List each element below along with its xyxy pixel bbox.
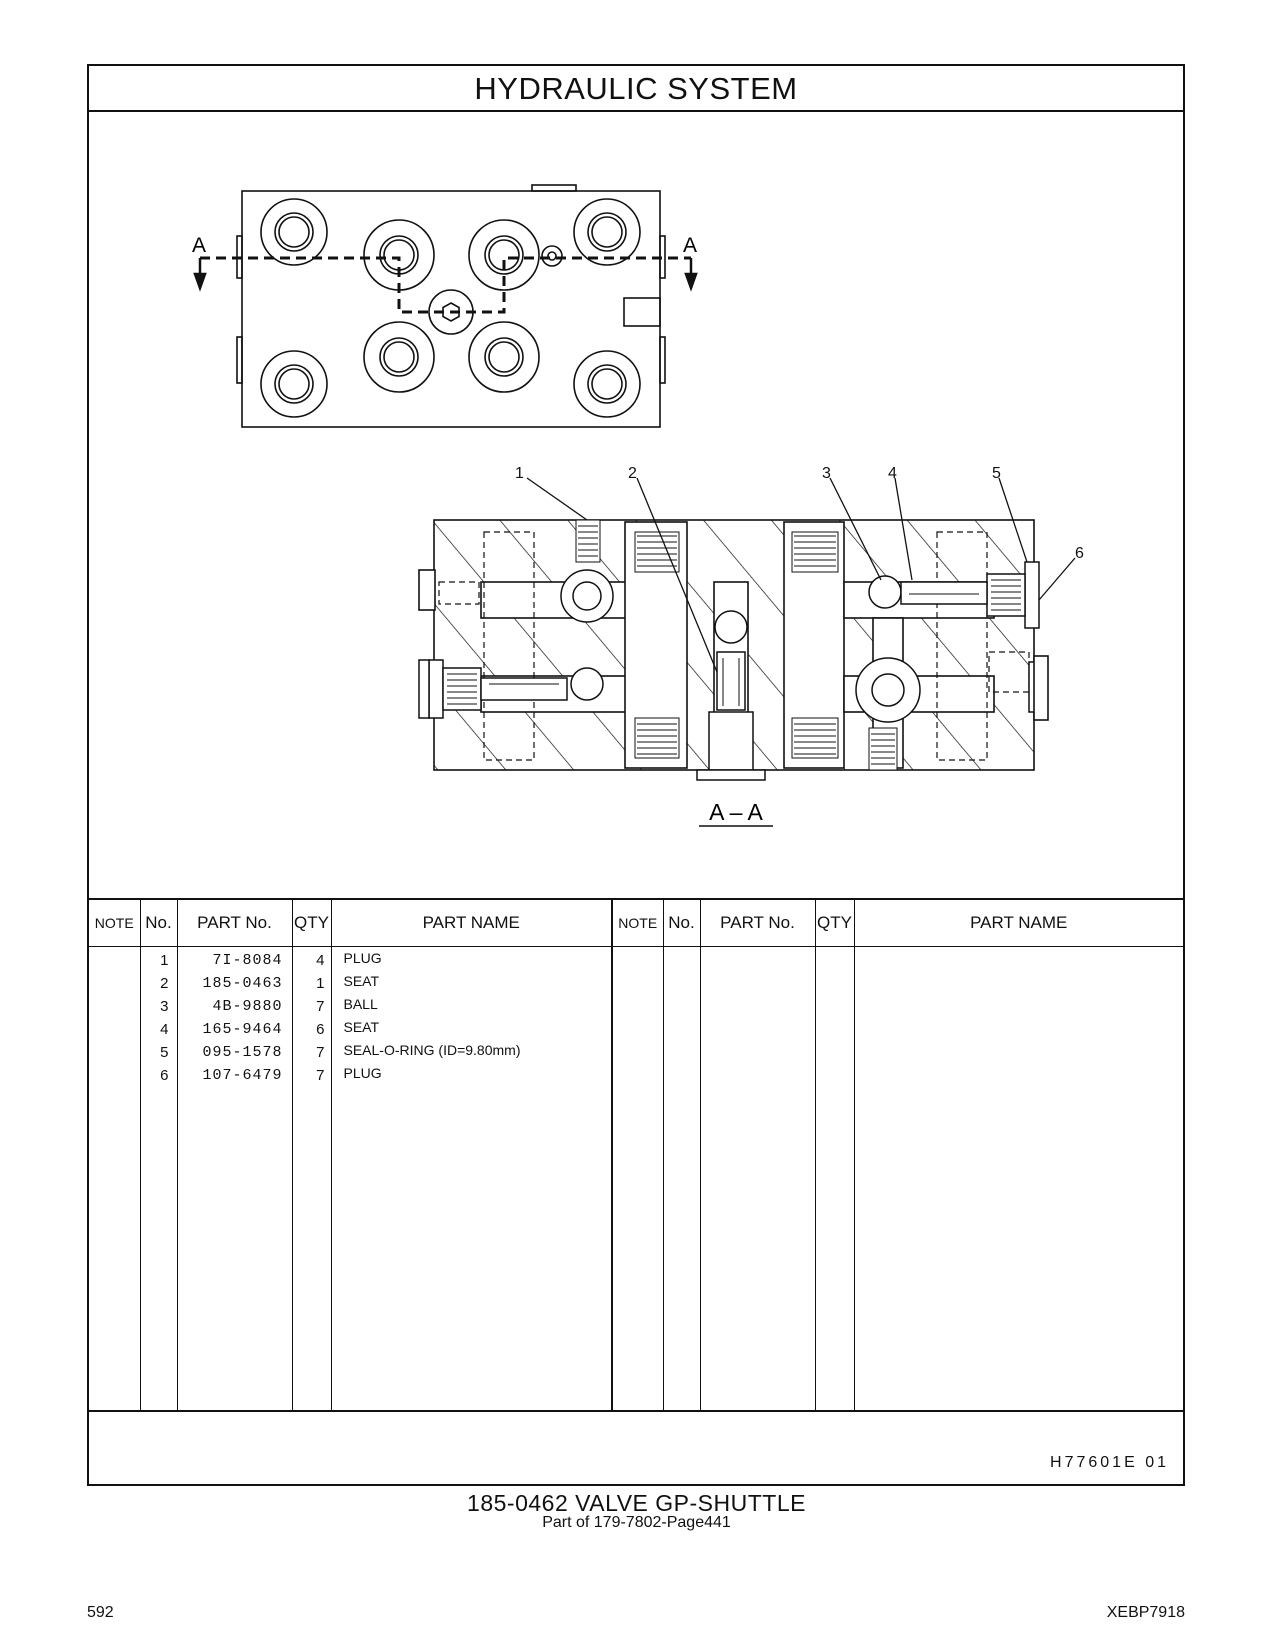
- section-caption: A – A: [709, 799, 763, 825]
- callout-3: 3: [822, 465, 831, 482]
- document-number: XEBP7918: [1106, 1604, 1185, 1621]
- column-part-no: 7I-8084 185-0463 4B-9880 165-9464 095-15…: [177, 946, 293, 1412]
- header-note-right: NOTE: [612, 898, 664, 947]
- header-note: NOTE: [89, 898, 141, 947]
- column-qty: 4 1 7 6 7 7: [292, 946, 332, 1412]
- column-note: [89, 946, 141, 1412]
- row-2-qty: 1: [316, 975, 325, 992]
- header-part-no: PART No.: [177, 898, 293, 947]
- row-1-no: 1: [160, 952, 169, 969]
- row-1-part-no: 7I-8084: [212, 952, 283, 969]
- row-2-part-no: 185-0463: [202, 975, 283, 992]
- reference-code: H77601E 01: [1050, 1454, 1169, 1471]
- parts-table: NOTE No. PART No. QTY PART NAME NOTE No.…: [89, 898, 1183, 1412]
- assembly-title: 185-0462 VALVE GP-SHUTTLE: [467, 1490, 806, 1516]
- table-header-row: NOTE No. PART No. QTY PART NAME NOTE No.…: [89, 898, 1183, 947]
- row-5-part-name: SEAL-O-RING (ID=9.80mm): [343, 1042, 521, 1058]
- header-part-no-right: PART No.: [700, 898, 816, 947]
- row-3-part-no: 4B-9880: [212, 998, 283, 1015]
- section-line: [200, 256, 691, 314]
- row-6-part-name: PLUG: [343, 1065, 382, 1081]
- column-no-right: [663, 946, 701, 1412]
- header-part-name-right: PART NAME: [854, 898, 1183, 947]
- exploded-view-drawing: A A: [89, 112, 1183, 898]
- page-frame: HYDRAULIC SYSTEM: [87, 64, 1185, 1486]
- row-2-part-name: SEAT: [343, 973, 380, 989]
- table-body-row: 1 2 3 4 5 6 7I-8084 185-0463 4B-9880 165…: [89, 946, 1183, 1412]
- header-no: No.: [140, 898, 178, 947]
- row-3-qty: 7: [316, 998, 325, 1015]
- assembly-subtitle: Part of 179-7802-Page441: [542, 1514, 731, 1531]
- row-3-part-name: BALL: [343, 996, 378, 1012]
- row-4-part-name: SEAT: [343, 1019, 380, 1035]
- row-5-part-no: 095-1578: [202, 1044, 283, 1061]
- column-qty-right: [815, 946, 855, 1412]
- callout-1: 1: [515, 465, 524, 482]
- column-part-name: PLUG SEAT BALL SEAT SEAL-O-RING (ID=9.80…: [331, 946, 613, 1412]
- callout-2: 2: [628, 465, 637, 482]
- section-arrows: [193, 258, 698, 292]
- column-part-no-right: [700, 946, 816, 1412]
- row-4-qty: 6: [316, 1021, 325, 1038]
- parts-list: NOTE No. PART No. QTY PART NAME NOTE No.…: [89, 898, 1183, 1412]
- valve-diagram: A A: [192, 184, 1084, 827]
- row-4-no: 4: [160, 1021, 169, 1038]
- row-6-part-no: 107-6479: [202, 1067, 283, 1084]
- callout-4: 4: [888, 465, 897, 482]
- row-5-qty: 7: [316, 1044, 325, 1061]
- page-title: HYDRAULIC SYSTEM: [89, 66, 1183, 112]
- row-3-no: 3: [160, 998, 169, 1015]
- column-no: 1 2 3 4 5 6: [140, 946, 178, 1412]
- header-part-name: PART NAME: [331, 898, 613, 947]
- section-marker-left: A: [192, 234, 206, 257]
- header-qty-right: QTY: [815, 898, 855, 947]
- header-no-right: No.: [663, 898, 701, 947]
- row-6-no: 6: [160, 1067, 169, 1084]
- callout-6: 6: [1075, 545, 1084, 562]
- row-1-qty: 4: [316, 952, 325, 969]
- section-marker-right: A: [683, 234, 697, 257]
- thread-hatching: [575, 519, 898, 771]
- column-part-name-right: [854, 946, 1183, 1412]
- row-5-no: 5: [160, 1044, 169, 1061]
- header-qty: QTY: [292, 898, 332, 947]
- row-1-part-name: PLUG: [343, 950, 382, 966]
- callout-5: 5: [992, 465, 1001, 482]
- row-4-part-no: 165-9464: [202, 1021, 283, 1038]
- section-view: [418, 519, 1049, 781]
- port-circles: [260, 198, 641, 418]
- top-view: [193, 184, 698, 428]
- row-6-qty: 7: [316, 1067, 325, 1084]
- callout-leaders: [526, 477, 1076, 673]
- page-number: 592: [87, 1604, 114, 1621]
- row-2-no: 2: [160, 975, 169, 992]
- column-note-right: [612, 946, 664, 1412]
